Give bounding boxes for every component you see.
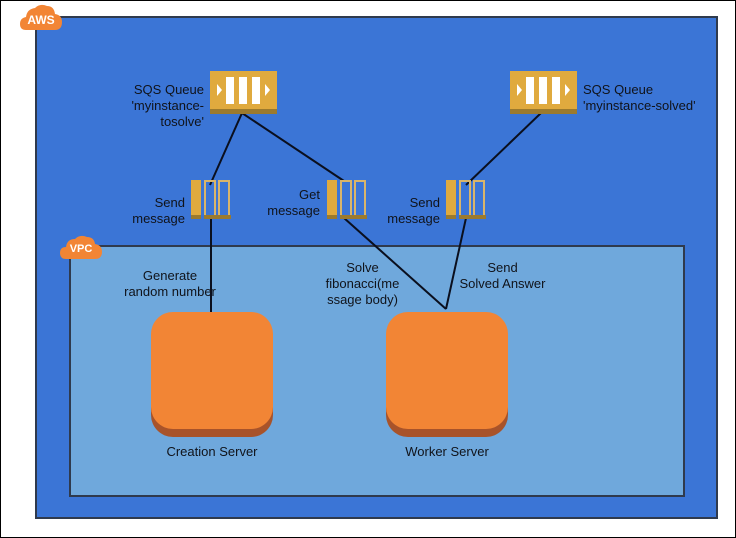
get-message-line2: message: [267, 203, 320, 218]
sqs-queue-icon[interactable]: [510, 71, 577, 114]
send-message-2-line1: Send: [409, 195, 440, 210]
cloud-icon: [20, 4, 62, 30]
connector-queue1-to-send1: [209, 112, 243, 186]
server-face: [151, 312, 273, 429]
worker-server-icon[interactable]: [386, 312, 508, 437]
solve-line2: fibonacci(me: [325, 276, 400, 291]
send-message-1-line2: message: [132, 211, 185, 226]
generate-line1: Generate: [142, 268, 198, 283]
message-icon: [446, 180, 486, 219]
queue-tosolve-line3: tosolve': [160, 114, 204, 129]
get-message-label: Get message: [245, 187, 320, 219]
aws-badge: AWS: [20, 3, 62, 31]
generate-random-number-label: Generate random number: [120, 268, 220, 300]
queue-tosolve-line2: 'myinstance-: [131, 98, 204, 113]
send-answer-line2: Solved Answer: [459, 276, 546, 291]
send-message-label-1: Send message: [110, 195, 185, 227]
generate-line2: random number: [124, 284, 216, 299]
send-message-label-2: Send message: [365, 195, 440, 227]
send-answer-line1: Send: [487, 260, 518, 275]
creation-server-label: Creation Server: [166, 444, 258, 459]
sqs-queue-icon[interactable]: [210, 71, 277, 114]
queue-solved-label: SQS Queue 'myinstance-solved': [583, 82, 723, 114]
server-face: [386, 312, 508, 429]
worker-server-label: Worker Server: [405, 444, 489, 459]
connector-queue1-to-get: [241, 112, 345, 182]
solve-fibonacci-label: Solve fibonacci(me ssage body): [305, 260, 420, 308]
creation-server-icon[interactable]: [151, 312, 273, 437]
get-message-line1: Get: [299, 187, 320, 202]
queue-solved-line1: SQS Queue: [583, 82, 654, 97]
solve-line3: ssage body): [327, 292, 398, 307]
queue-solved-line2: 'myinstance-solved': [583, 98, 696, 113]
connector-queue2-to-send2: [465, 112, 542, 186]
connector-get-to-worker: [343, 217, 447, 310]
message-icon: [327, 180, 367, 219]
queue-tosolve-line1: SQS Queue: [133, 82, 204, 97]
send-message-1-line1: Send: [154, 195, 185, 210]
solve-line1: Solve: [346, 260, 379, 275]
aws-badge-label: AWS: [27, 13, 55, 27]
vpc-badge-label: VPC: [69, 243, 93, 255]
vpc-badge: VPC: [60, 234, 102, 260]
message-icon: [191, 180, 231, 219]
queue-tosolve-label: SQS Queue 'myinstance- tosolve': [112, 82, 204, 130]
send-solved-answer-label: Send Solved Answer: [450, 260, 555, 292]
send-message-2-line2: message: [387, 211, 440, 226]
connector-send2-to-worker: [445, 217, 467, 310]
cloud-icon: [60, 235, 102, 259]
